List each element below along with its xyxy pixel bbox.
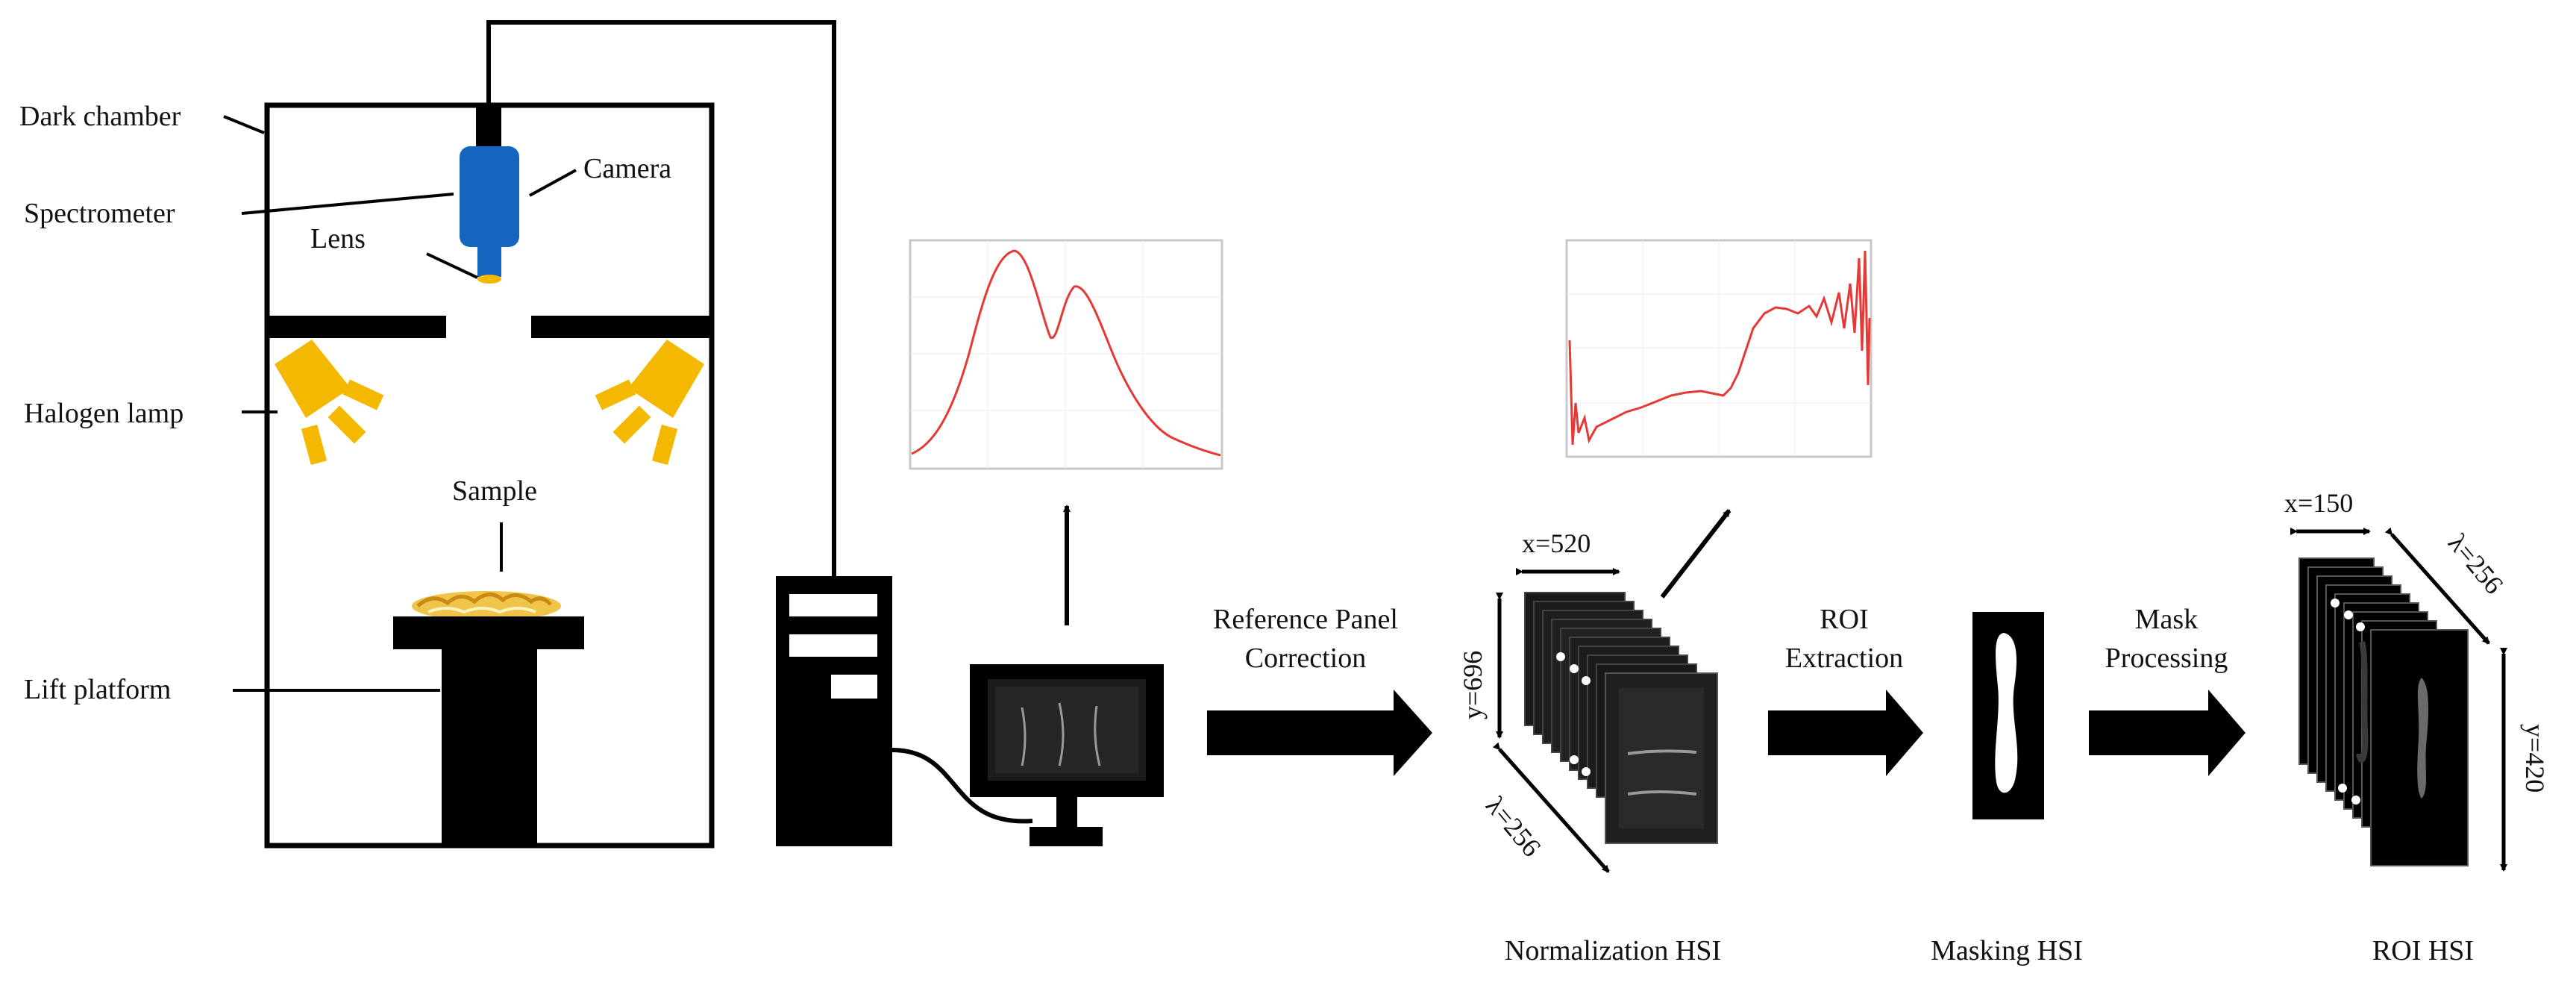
halogen-lamp-left-icon bbox=[275, 340, 384, 465]
step-label-reference-1: Reference Panel bbox=[1213, 604, 1398, 635]
roi-hsi-cube bbox=[2298, 557, 2469, 866]
caption-normalization-hsi: Normalization HSI bbox=[1505, 935, 1721, 966]
step-label-roi-1: ROI bbox=[1820, 604, 1868, 635]
spectrum-plot-1 bbox=[909, 239, 1223, 470]
process-arrow-2 bbox=[1768, 690, 1923, 776]
label-sample: Sample bbox=[452, 475, 537, 507]
roi-lambda-dimension: λ=256 bbox=[2442, 528, 2510, 599]
sample-icon bbox=[412, 591, 561, 621]
label-spectrometer: Spectrometer bbox=[24, 198, 175, 229]
process-arrow-1 bbox=[1207, 690, 1432, 776]
monitor-cable bbox=[891, 748, 1033, 824]
label-camera: Camera bbox=[583, 153, 671, 184]
leader-lines bbox=[223, 115, 577, 692]
normalization-hsi-cube bbox=[1524, 592, 1718, 844]
roi-x-dimension: x=150 bbox=[2284, 488, 2353, 518]
norm-x-dimension: x=520 bbox=[1522, 528, 1591, 558]
label-lens: Lens bbox=[310, 223, 366, 254]
step-label-mask-2: Processing bbox=[2105, 643, 2228, 674]
step-label-mask-1: Mask bbox=[2135, 604, 2198, 635]
label-halogen-lamp: Halogen lamp bbox=[24, 398, 184, 429]
camera-cable bbox=[486, 20, 836, 578]
caption-roi-hsi: ROI HSI bbox=[2372, 935, 2474, 966]
step-label-reference-2: Correction bbox=[1245, 643, 1367, 674]
monitor-icon bbox=[970, 664, 1164, 846]
masking-hsi-image bbox=[1972, 612, 2044, 819]
label-lift-platform: Lift platform bbox=[24, 674, 171, 705]
camera-icon bbox=[460, 105, 519, 284]
halogen-lamp-right-icon bbox=[595, 340, 704, 465]
process-arrow-3 bbox=[2089, 690, 2246, 776]
spectrum-plot-2 bbox=[1565, 239, 1873, 458]
label-dark-chamber: Dark chamber bbox=[19, 101, 181, 132]
norm-lambda-dimension: λ=256 bbox=[1480, 790, 1547, 862]
normalization-dimension-arrows bbox=[1492, 568, 1620, 873]
caption-masking-hsi: Masking HSI bbox=[1931, 935, 2083, 966]
cube-up-arrow bbox=[1660, 509, 1732, 599]
computer-tower-icon bbox=[776, 576, 892, 846]
roi-y-dimension: y=420 bbox=[2520, 724, 2550, 793]
roi-dimension-arrows bbox=[2290, 527, 2507, 872]
lift-platform bbox=[393, 616, 584, 846]
step-label-roi-2: Extraction bbox=[1785, 643, 1903, 674]
norm-y-dimension: y=696 bbox=[1458, 651, 1488, 719]
